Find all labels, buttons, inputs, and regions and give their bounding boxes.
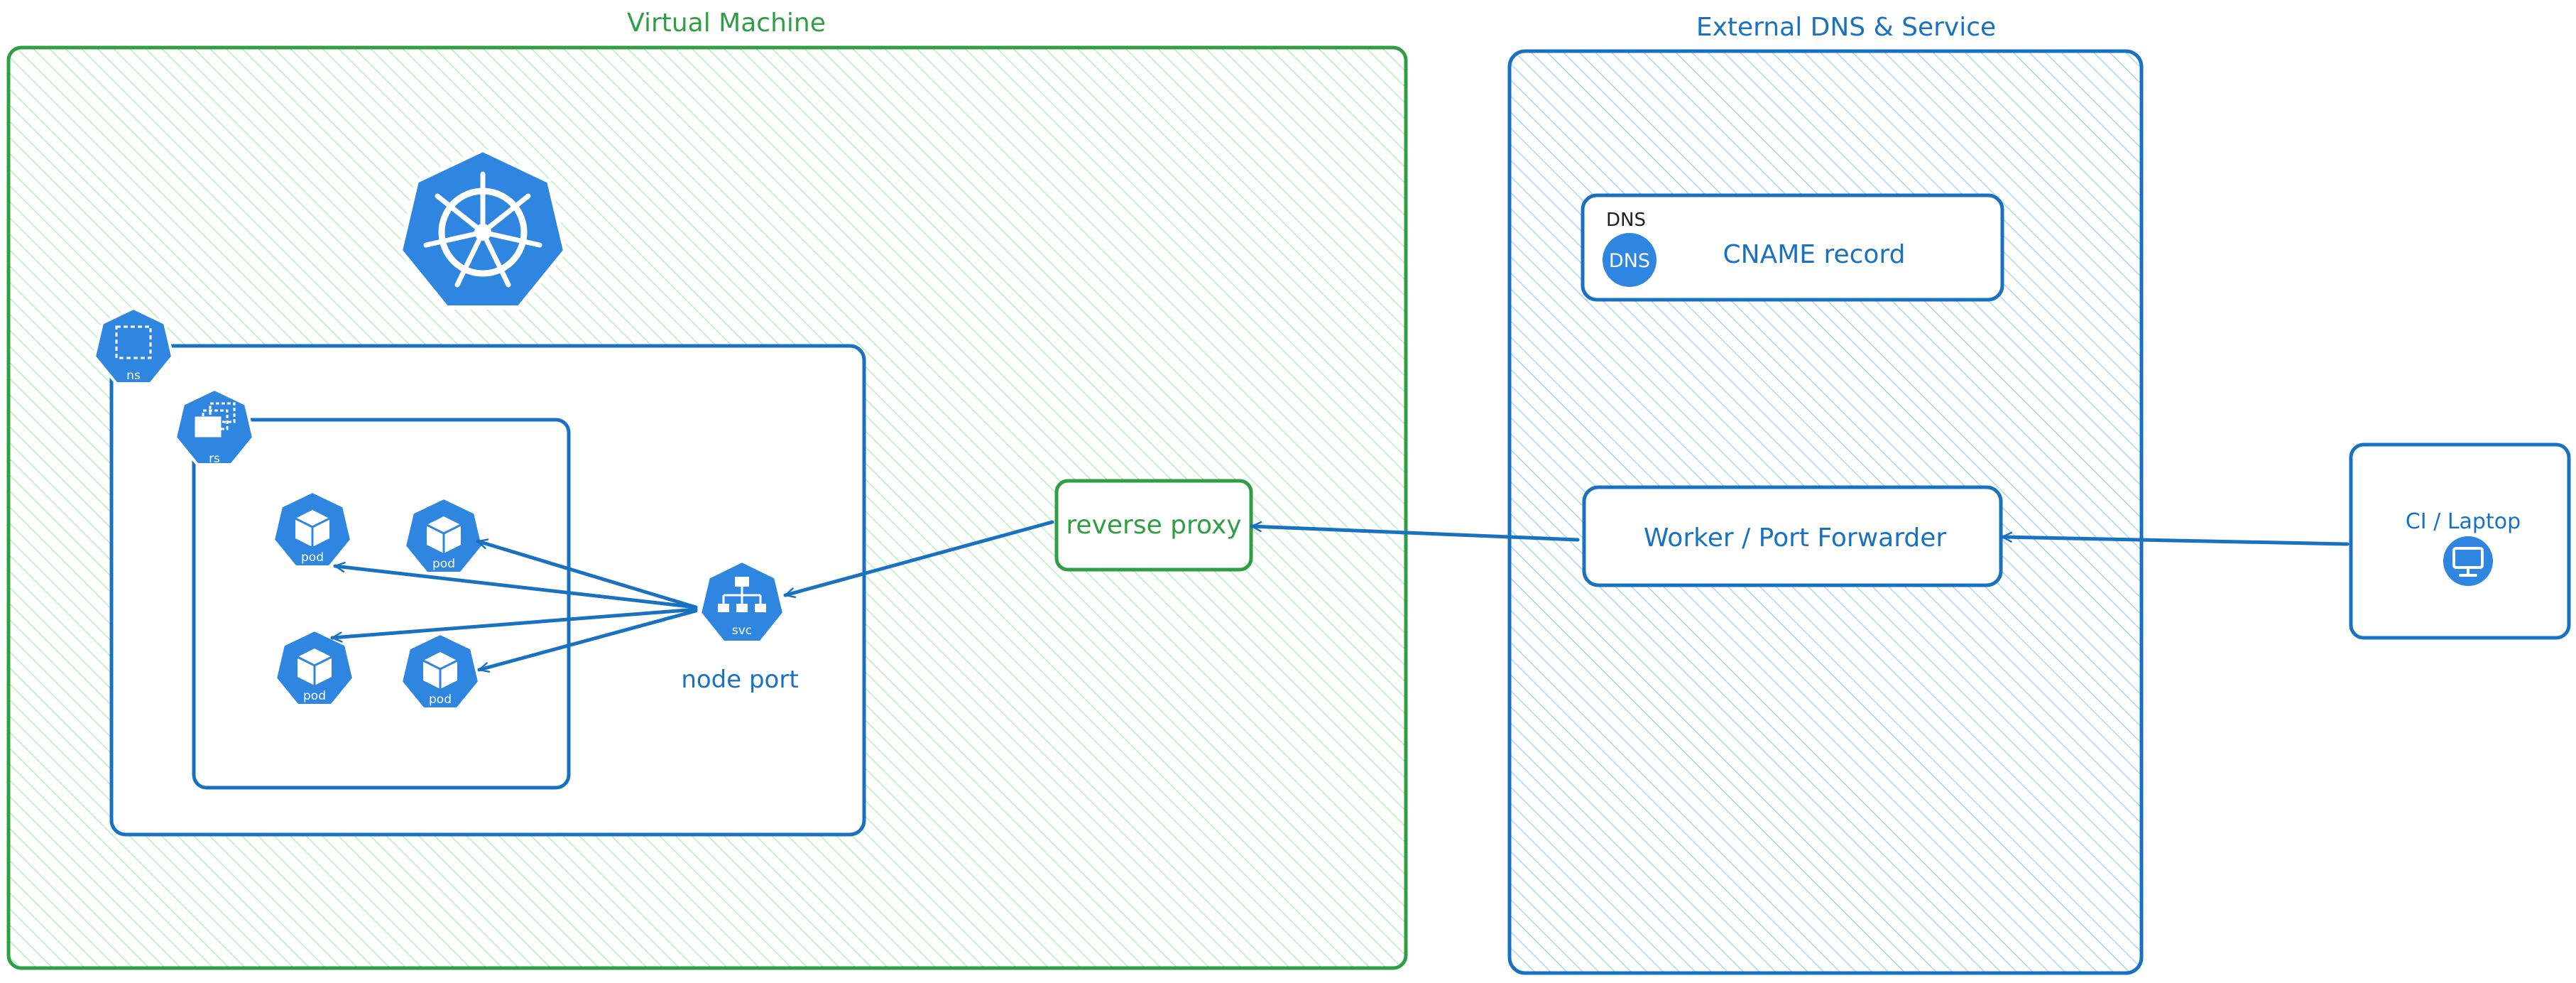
ci-laptop-label: CI / Laptop — [2406, 509, 2521, 534]
pod-label: pod — [429, 693, 452, 707]
namespace-icon — [92, 306, 175, 385]
replicaset-group: rs — [173, 387, 571, 790]
pod-label: pod — [303, 689, 326, 703]
dns-card — [1581, 193, 2004, 302]
worker-group: Worker / Port Forwarder — [1582, 485, 2003, 587]
arrow-ci-to-worker — [2000, 531, 2349, 546]
dns-globe-icon: DNS — [1603, 233, 1657, 287]
reverse-proxy-group: reverse proxy — [1054, 479, 1253, 572]
ci-laptop-group: CI / Laptop — [2349, 442, 2571, 640]
arrow-svc-pod-3 — [330, 607, 698, 643]
replicaset-label: rs — [209, 452, 220, 466]
namespace-label: ns — [126, 369, 141, 383]
arrow-proxy-to-service — [783, 520, 1054, 598]
arrow-svc-pod-4 — [477, 609, 698, 673]
service-label: svc — [732, 624, 752, 638]
dns-small-label: DNS — [1606, 210, 1646, 231]
service-icon — [698, 559, 786, 643]
pod-3: pod — [274, 629, 355, 707]
service-group: svc node port — [681, 559, 799, 694]
pod-label: pod — [432, 557, 455, 571]
pod-label: pod — [301, 550, 324, 565]
kubernetes-logo-icon — [398, 147, 568, 310]
dns-record-label: CNAME record — [1723, 240, 1906, 269]
replicaset-box — [192, 418, 571, 790]
dns-badge-text: DNS — [1609, 250, 1650, 272]
pod-1: pod — [272, 490, 353, 568]
node-port-label: node port — [681, 666, 798, 694]
arrow-svc-pod-2 — [476, 538, 698, 609]
pod-4: pod — [400, 632, 481, 710]
dns-card-group: DNS DNS CNAME record — [1581, 193, 2004, 302]
svc-to-pod-arrows — [330, 538, 698, 673]
worker-label: Worker / Port Forwarder — [1644, 523, 1947, 553]
arrow-worker-to-proxy — [1250, 521, 1580, 542]
external-dns-service-title: External DNS & Service — [1696, 13, 1996, 42]
reverse-proxy-label: reverse proxy — [1066, 511, 1241, 540]
arrow-svc-pod-1 — [333, 561, 698, 609]
monitor-icon — [2443, 536, 2493, 586]
virtual-machine-title: Virtual Machine — [627, 9, 826, 38]
replicaset-icon — [173, 387, 256, 466]
pod-2: pod — [403, 496, 484, 575]
